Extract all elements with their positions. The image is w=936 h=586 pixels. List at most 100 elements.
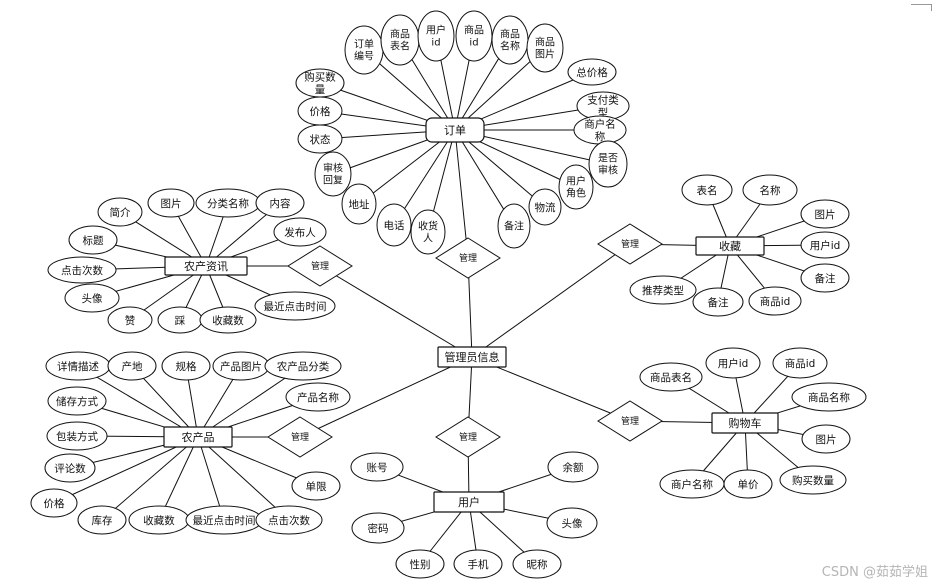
attribute-product-12: 最近点击时间	[185, 505, 263, 535]
attribute-ellipse	[107, 306, 153, 334]
attribute-ellipse	[512, 549, 562, 579]
attribute-label: 价格	[44, 497, 65, 510]
relationship-r_cart: 管理	[597, 400, 663, 442]
relationship-r_info: 管理	[287, 245, 353, 287]
attribute-ellipse	[64, 283, 120, 313]
attribute-agri_info-7: 头像	[64, 283, 120, 313]
attribute-product-3: 产品图片	[212, 351, 270, 381]
relationship-label: 管理	[621, 415, 639, 427]
attribute-label: 商品id	[760, 295, 791, 308]
attribute-cart-4: 图片	[801, 424, 851, 454]
attribute-label: 总价格	[576, 66, 608, 79]
attribute-agri_info-2: 分类名称	[195, 188, 261, 218]
attribute-order-9: 是否审核	[588, 140, 628, 188]
entity-label: 农产资讯	[184, 259, 228, 273]
attribute-ellipse	[107, 351, 157, 381]
attribute-product-8: 评论数	[44, 453, 96, 483]
attribute-order-0: 订单编号	[344, 25, 384, 75]
relationship-diamond	[267, 416, 333, 458]
relationship-diamond	[597, 223, 663, 265]
entity-box	[425, 117, 485, 143]
entity-box	[437, 346, 507, 368]
attribute-label: 地址	[349, 198, 370, 211]
entity-cart: 购物车	[711, 412, 779, 434]
attribute-ellipse	[255, 505, 323, 535]
attribute-ellipse	[779, 465, 847, 495]
attribute-agri_info-3: 内容	[255, 188, 305, 218]
attribute-label: 商品表名	[390, 28, 410, 53]
relationship-r_order: 管理	[435, 237, 501, 279]
relationship-line	[471, 243, 631, 358]
attribute-label: 评论数	[54, 462, 86, 475]
attribute-ellipse	[692, 287, 744, 317]
relationship-r_product: 管理	[267, 416, 333, 458]
attribute-order-12: 备注	[497, 203, 531, 249]
attribute-ellipse	[314, 151, 352, 197]
attribute-label: 商品名称	[808, 391, 850, 404]
attribute-order-8: 商户名称	[573, 115, 627, 145]
attribute-label: 分类名称	[207, 197, 249, 210]
attribute-label: 储存方式	[56, 395, 98, 408]
attribute-product-1: 产地	[107, 351, 157, 381]
relationship-label: 管理	[459, 431, 477, 443]
relationship-line	[454, 129, 469, 259]
relationship-line	[299, 356, 473, 438]
attribute-label: 赞	[125, 314, 136, 327]
attribute-ellipse	[800, 263, 850, 293]
attribute-agri_info-8: 赞	[107, 306, 153, 334]
relationship-label: 管理	[621, 238, 639, 250]
attribute-cart-0: 商品表名	[639, 362, 703, 392]
entity-label: 农产品	[182, 430, 215, 444]
attribute-label: 农产品分类	[277, 360, 330, 373]
attribute-ellipse	[800, 231, 850, 259]
attribute-ellipse	[453, 549, 503, 579]
attribute-favorite-7: 商品id	[748, 286, 802, 316]
attribute-product-11: 收藏数	[128, 505, 190, 535]
attribute-ellipse	[395, 549, 445, 579]
attribute-ellipse	[295, 68, 345, 98]
attribute-label: 用户id	[718, 357, 749, 370]
attribute-label: 物流	[535, 201, 556, 214]
entity-label: 管理员信息	[445, 350, 500, 364]
attribute-product-10: 库存	[77, 505, 127, 535]
attribute-label: 产品图片	[220, 360, 262, 373]
attribute-ellipse	[341, 183, 377, 225]
attribute-order-13: 收货人	[410, 209, 446, 255]
attribute-line	[77, 365, 199, 438]
attribute-ellipse	[417, 10, 455, 62]
attribute-ellipse	[199, 306, 257, 334]
attribute-user-6: 头像	[546, 507, 598, 539]
attribute-ellipse	[44, 453, 96, 483]
attribute-agri_info-9: 踩	[157, 306, 203, 334]
attribute-cart-7: 购买数量	[779, 465, 847, 495]
attribute-label: 产地	[122, 360, 143, 373]
attribute-order-4: 商品名称	[491, 15, 529, 65]
attribute-ellipse	[291, 471, 341, 501]
attribute-label: 电话	[384, 219, 405, 232]
attribute-order-5: 商品图片	[526, 23, 564, 73]
attribute-product-2: 规格	[161, 351, 211, 381]
attribute-product-5: 产品名称	[285, 382, 351, 412]
attribute-ellipse	[47, 256, 117, 284]
attribute-order-16: 审核回复	[314, 151, 352, 197]
attribute-ellipse	[772, 347, 828, 379]
attribute-label: 支付类型	[587, 94, 619, 120]
attribute-product-9: 价格	[30, 488, 78, 518]
attribute-label: 用户id	[810, 239, 841, 252]
entity-box	[695, 236, 765, 256]
attribute-ellipse	[147, 188, 195, 218]
attribute-cart-6: 单价	[723, 469, 773, 499]
attribute-ellipse	[264, 351, 342, 381]
attribute-line	[53, 436, 199, 504]
attribute-order-10: 用户角色	[558, 164, 594, 210]
attribute-label: 名称	[760, 184, 781, 197]
attribute-label: 密码	[368, 522, 389, 535]
attribute-label: 用户角色	[566, 175, 586, 200]
attribute-ellipse	[410, 209, 446, 255]
entity-favorite: 收藏	[695, 236, 765, 256]
attribute-cart-3: 商品名称	[791, 382, 867, 412]
attribute-ellipse	[588, 140, 628, 188]
